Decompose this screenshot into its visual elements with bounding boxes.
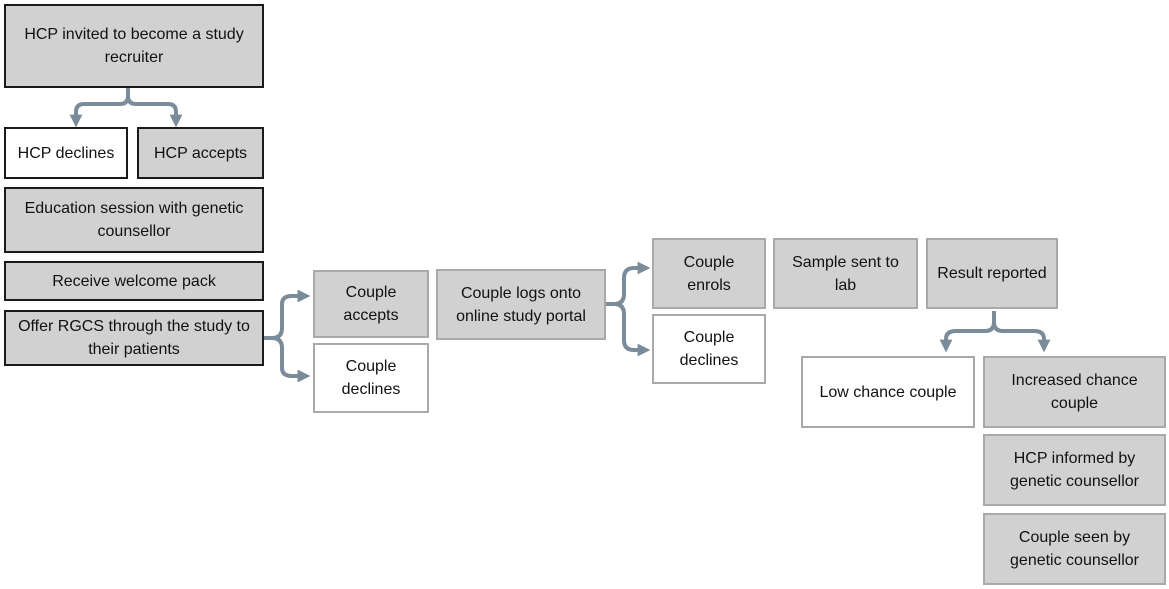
box-hcp-declines-label: HCP declines bbox=[17, 144, 115, 162]
box-hcp-informed-label: HCP informed by genetic counsellor bbox=[1010, 450, 1139, 490]
box-hcp-accepts: HCP accepts bbox=[137, 127, 264, 179]
box-couple-declines-1: Couple declines bbox=[313, 343, 429, 413]
arrow-to-couple-declines-2 bbox=[606, 302, 651, 357]
arrow-to-hcp-accepts bbox=[126, 88, 183, 128]
box-couple-declines-2-label: Couple declines bbox=[679, 329, 739, 369]
arrow-to-low-chance bbox=[939, 311, 996, 353]
box-couple-logs-on-label: Couple logs onto online study portal bbox=[456, 284, 586, 325]
box-offer-rgcs: Offer RGCS through the study to their pa… bbox=[4, 310, 264, 366]
box-sample-sent: Sample sent to lab bbox=[773, 238, 918, 309]
box-hcp-invited: HCP invited to become a study recruiter bbox=[4, 4, 264, 88]
box-couple-enrols-label: Couple enrols bbox=[683, 253, 735, 294]
arrow-to-couple-accepts bbox=[264, 289, 311, 340]
box-couple-declines-2: Couple declines bbox=[652, 314, 766, 384]
box-hcp-accepts-label: HCP accepts bbox=[153, 144, 248, 162]
box-increased-chance-label: Increased chance couple bbox=[1011, 372, 1138, 412]
box-offer-rgcs-label: Offer RGCS through the study to their pa… bbox=[18, 318, 250, 358]
box-hcp-informed: HCP informed by genetic counsellor bbox=[983, 434, 1166, 506]
box-couple-seen: Couple seen by genetic counsellor bbox=[983, 513, 1166, 585]
box-couple-accepts-label: Couple accepts bbox=[343, 284, 399, 324]
box-couple-enrols: Couple enrols bbox=[652, 238, 766, 309]
box-couple-logs-on: Couple logs onto online study portal bbox=[436, 269, 606, 340]
box-result-reported: Result reported bbox=[926, 238, 1058, 309]
box-education-session-label: Education session with genetic counsello… bbox=[24, 200, 244, 240]
box-sample-sent-label: Sample sent to lab bbox=[792, 253, 899, 294]
arrow-to-increased-chance bbox=[992, 311, 1051, 353]
arrow-to-couple-declines bbox=[264, 336, 311, 383]
box-education-session: Education session with genetic counsello… bbox=[4, 187, 264, 253]
box-hcp-declines: HCP declines bbox=[4, 127, 128, 179]
box-increased-chance: Increased chance couple bbox=[983, 356, 1166, 428]
box-result-reported-label: Result reported bbox=[937, 265, 1047, 282]
box-hcp-invited-label: HCP invited to become a study recruiter bbox=[24, 26, 244, 66]
box-couple-seen-label: Couple seen by genetic counsellor bbox=[1010, 529, 1139, 569]
box-couple-accepts: Couple accepts bbox=[313, 270, 429, 338]
box-low-chance: Low chance couple bbox=[801, 356, 975, 428]
box-welcome-pack: Receive welcome pack bbox=[4, 261, 264, 301]
box-low-chance-label: Low chance couple bbox=[819, 383, 957, 401]
arrow-to-hcp-declines bbox=[69, 88, 130, 128]
arrow-to-couple-enrols bbox=[606, 261, 651, 306]
box-welcome-pack-label: Receive welcome pack bbox=[52, 272, 216, 290]
box-couple-declines-1-label: Couple declines bbox=[341, 358, 401, 398]
